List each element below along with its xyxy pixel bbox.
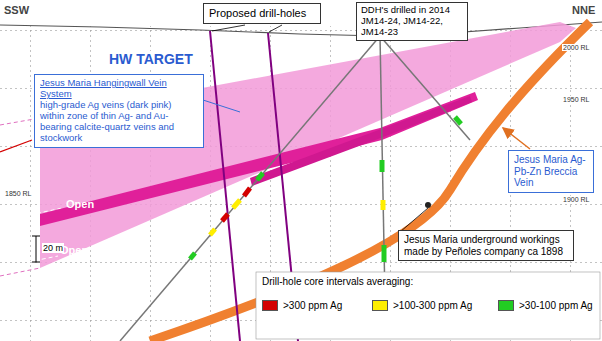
box-text: Jesus Maria Hangingwall Vein System: [40, 78, 198, 100]
callout-box: DDH's drilled in 2014 JM14-24, JM14-22, …: [356, 2, 468, 41]
elevation-label: 1950 RL: [562, 96, 590, 103]
target-heading: HW TARGET: [107, 51, 195, 67]
direction-label: SSW: [4, 4, 29, 16]
elevation-label: 2000 RL: [562, 44, 590, 51]
callout-box: HW TARGETJesus Maria Hangingwall Vein Sy…: [34, 74, 204, 148]
box-text: Jesus Maria Ag-Pb-Zn Breccia Vein: [514, 154, 588, 189]
box-text: high-grade Ag veins (dark pink) within z…: [40, 100, 198, 144]
legend-item: >100-300 ppm Ag: [372, 300, 472, 311]
callout-box: Jesus Maria underground workings made by…: [398, 230, 574, 261]
direction-label: NNE: [572, 4, 595, 16]
open-label: Open: [66, 198, 94, 210]
box-text: Jesus Maria underground workings made by…: [404, 234, 568, 257]
box-text: Proposed drill-holes: [209, 7, 315, 20]
scale-label: 20 m: [42, 243, 64, 253]
callout-box: Proposed drill-holes: [203, 3, 321, 24]
legend-item: >30-100 ppm Ag: [498, 300, 593, 311]
legend-swatch: [372, 300, 388, 311]
open-label: Open: [60, 244, 88, 256]
callout-box: Jesus Maria Ag-Pb-Zn Breccia Vein: [508, 150, 594, 193]
legend-text: >30-100 ppm Ag: [519, 300, 593, 311]
box-text: DDH's drilled in 2014 JM14-24, JM14-22, …: [361, 5, 463, 38]
legend-item: >300 ppm Ag: [262, 300, 342, 311]
elevation-label: 1850 RL: [4, 190, 32, 197]
elevation-label: 1900 RL: [562, 196, 590, 203]
legend-swatch: [262, 300, 278, 311]
legend-text: >300 ppm Ag: [283, 300, 342, 311]
legend-swatch: [498, 300, 514, 311]
legend-text: >100-300 ppm Ag: [393, 300, 472, 311]
legend-heading: Drill-hole core intervals averaging:: [262, 276, 413, 287]
